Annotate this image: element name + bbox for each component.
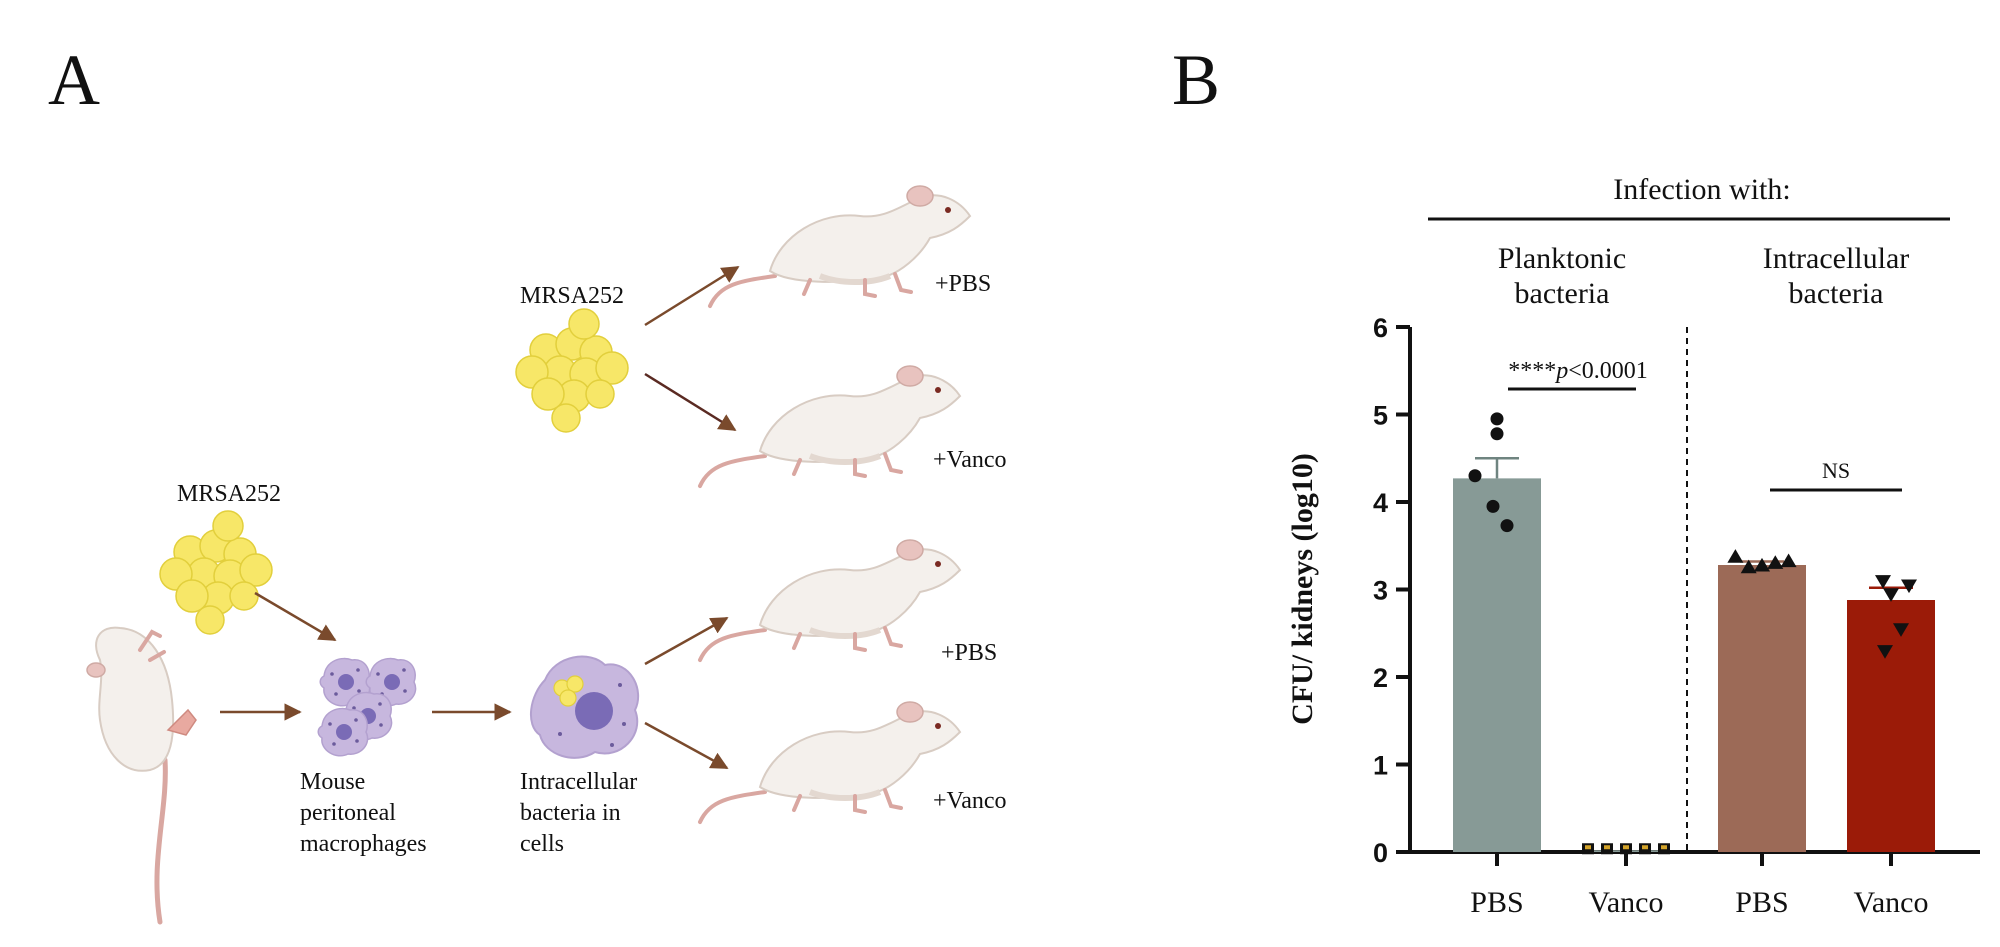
significance-label: ****p<0.0001 [1508,358,1648,384]
group-label-line: bacteria [1789,277,1884,310]
y-axis-label: CFU/ kidneys (log10) [1286,453,1319,725]
donor-mouse-icon [86,626,197,925]
data-point [1901,579,1917,594]
intracellular-label: Intracellular bacteria in cells [520,769,643,857]
data-point [1875,575,1891,589]
arrow-to-vanco-2 [644,721,729,770]
mouse-pbs-2-icon [700,540,960,660]
data-point [1893,623,1909,637]
data-point [1727,549,1744,563]
data-point-fill [1642,845,1648,850]
macrophages-label: Mouse peritoneal macrophages [300,769,427,857]
mouse-vanco-2-icon [700,702,960,822]
x-tick-label: PBS [1735,886,1788,919]
y-tick-label: 5 [1373,401,1388,431]
arrow-to-vanco-1 [644,372,737,432]
panel-a: A MRSA252 +PBS +Vanco MRSA252 [48,40,1007,925]
infected-macrophage-icon [529,655,640,759]
panel-a-label: A [48,40,100,120]
y-tick-label: 4 [1373,488,1388,518]
arrow-bacteria-to-macrophages [254,591,337,642]
y-tick-label: 3 [1373,576,1388,606]
data-point [1468,469,1482,483]
arrow-to-pbs-2 [644,616,729,666]
mouse-vanco-2-label: +Vanco [933,788,1007,814]
x-tick-label: PBS [1470,886,1523,919]
arrow-to-pbs-1 [644,265,740,327]
data-point [1490,427,1504,441]
data-point [1883,588,1899,602]
data-point-fill [1623,845,1629,850]
group-label-line: Planktonic [1498,242,1626,275]
data-point [1486,499,1500,513]
x-tick-label: Vanco [1589,886,1664,919]
significance-label-ns: NS [1822,458,1850,483]
data-point [1490,412,1504,426]
data-point [1780,553,1797,568]
data-point [1767,555,1784,569]
x-tick-label: Vanco [1854,886,1929,919]
bar [1718,565,1806,852]
data-point-fill [1585,845,1591,850]
mrsa-top-cluster-icon [515,308,629,433]
data-point-fill [1661,845,1667,850]
mrsa-top-label: MRSA252 [520,283,624,309]
bar [1453,478,1541,852]
bar [1847,600,1935,852]
header-label: Infection with: [1613,173,1790,206]
mrsa-bottom-label: MRSA252 [177,481,281,507]
mouse-vanco-1-label: +Vanco [933,447,1007,473]
mouse-pbs-1-icon [710,186,970,306]
data-point [1877,645,1893,659]
data-point [1740,559,1757,574]
data-point-fill [1604,845,1610,850]
y-tick-label: 0 [1373,838,1388,868]
y-tick-label: 2 [1373,663,1388,693]
y-tick-label: 1 [1373,751,1388,781]
data-point [1754,557,1770,572]
panel-b-label: B [1172,40,1220,120]
mrsa-bottom-cluster-icon [159,510,273,635]
mouse-pbs-2-label: +PBS [941,640,997,666]
y-tick-label: 6 [1373,313,1388,343]
mouse-vanco-1-icon [700,366,960,486]
mouse-pbs-1-label: +PBS [935,271,991,297]
group-label-line: Intracellular [1763,242,1910,275]
macrophages-icon [317,657,417,757]
data-point [1500,519,1514,533]
group-label-line: bacteria [1515,277,1610,310]
